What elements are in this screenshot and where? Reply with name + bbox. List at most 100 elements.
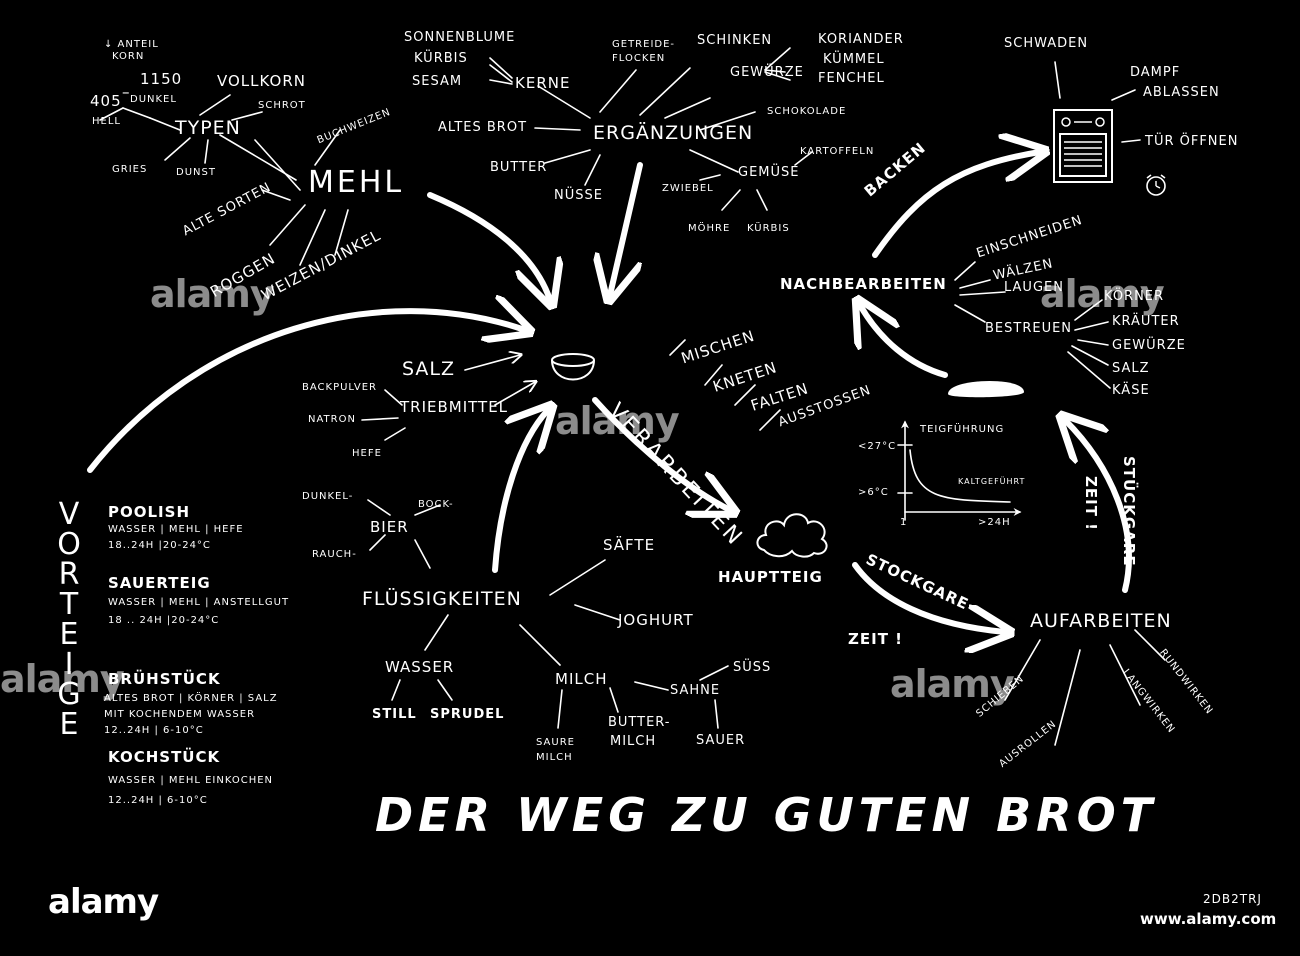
node-nachbearbeiten: NACHBEARBEITEN: [780, 275, 947, 293]
vorteige-letter: O: [57, 527, 81, 562]
node-koerner: KÖRNER: [1104, 289, 1165, 304]
label-1150: 1150: [140, 70, 183, 88]
node-saure-milch-2: MILCH: [536, 752, 573, 763]
label-anteil: ↓ ANTEIL: [104, 39, 159, 50]
graph-x-lo: 1: [900, 517, 908, 528]
node-salz: SALZ: [402, 358, 456, 380]
node-hefe: HEFE: [352, 448, 382, 459]
node-kuemmel: KÜMMEL: [823, 52, 885, 67]
node-moehre: MÖHRE: [688, 223, 731, 234]
site-url: www.alamy.com: [1140, 910, 1277, 928]
node-getreide: GETREIDE-: [612, 39, 676, 50]
label-korn: KORN: [112, 51, 145, 62]
node-typen: TYPEN: [175, 117, 241, 139]
bruehstueck-line3: 12..24h | 6-10°C: [104, 725, 204, 736]
node-gewuerze: GEWÜRZE: [730, 65, 804, 80]
watermark-2: alamy: [555, 399, 680, 443]
node-fenchel: FENCHEL: [818, 71, 885, 86]
node-schokolade: SCHOKOLADE: [767, 106, 847, 117]
node-nuesse: NÜSSE: [554, 188, 603, 203]
node-kartoffeln: KARTOFFELN: [800, 146, 875, 157]
vorteige-letter: I: [64, 647, 74, 682]
node-aufarbeiten: AUFARBEITEN: [1030, 610, 1172, 632]
sauerteig-line1: WASSER | MEHL | ANSTELLGUT: [108, 597, 290, 608]
watermark-5: alamy: [890, 662, 1015, 706]
node-stueckgare: STÜCKGARE: [1120, 456, 1138, 567]
label-hell: HELL: [92, 116, 121, 127]
node-altes-brot: ALTES BROT: [438, 120, 528, 135]
node-bestreuen: BESTREUEN: [985, 321, 1073, 336]
node-natron: NATRON: [308, 414, 356, 425]
node-koriander: KORIANDER: [818, 32, 904, 47]
node-saefte: SÄFTE: [603, 536, 656, 554]
image-id: 2DB2TRJ: [1203, 892, 1262, 906]
vorteige-letter: E: [59, 617, 79, 652]
node-zwiebel: ZWIEBEL: [662, 183, 714, 194]
node-gewuerze2: GEWÜRZE: [1112, 338, 1186, 353]
node-dunst: DUNST: [176, 167, 216, 178]
node-schinken: SCHINKEN: [697, 33, 773, 48]
watermark-1: alamy: [150, 272, 275, 316]
vorteige-letter: V: [58, 497, 80, 532]
node-fluessigkeiten: FLÜSSIGKEITEN: [362, 588, 522, 610]
sauerteig-title: SAUERTEIG: [108, 574, 211, 592]
node-mehl: MEHL: [308, 165, 405, 200]
node-ergaenzungen: ERGÄNZUNGEN: [593, 122, 754, 144]
bowl-icon: [551, 353, 595, 381]
node-backpulver: BACKPULVER: [302, 382, 377, 393]
alamy-logo: alamy: [48, 882, 159, 922]
node-vollkorn: VOLLKORN: [217, 72, 306, 90]
node-ablassen: ABLASSEN: [1143, 85, 1220, 100]
label-dunkel: DUNKEL: [130, 94, 177, 105]
node-zeit-2: ZEIT !: [1082, 476, 1100, 531]
node-zeit-1: ZEIT !: [848, 630, 903, 648]
node-butter-milch-2: MILCH: [610, 734, 657, 749]
alarm-clock-icon: [1146, 174, 1166, 196]
watermark-4: alamy: [0, 657, 125, 701]
node-laugen: LAUGEN: [1004, 280, 1064, 295]
node-sonnenblume: SONNENBLUME: [404, 30, 516, 45]
graph-x-hi: >24h: [978, 517, 1011, 528]
node-bier-bock: BOCK-: [418, 499, 454, 510]
bread-loaf-icon: [948, 380, 1024, 398]
vorteige-letter: T: [59, 587, 79, 622]
kochstueck-line2: 12..24h | 6-10°C: [108, 795, 208, 806]
vorteige-letter: E: [59, 707, 79, 742]
vorteige-vertical-label: V O R T E I G E: [52, 500, 86, 740]
poolish-line1: WASSER | MEHL | HEFE: [108, 524, 244, 535]
node-bier: BIER: [370, 518, 409, 536]
bruehstueck-line1: ALTES BROT | KÖRNER | SALZ: [104, 693, 278, 704]
node-kuerbis: KÜRBIS: [414, 51, 468, 66]
node-triebmittel: TRIEBMITTEL: [400, 398, 509, 416]
poolish-title: POOLISH: [108, 503, 190, 521]
node-schrot: SCHROT: [258, 100, 306, 111]
kochstueck-title: KOCHSTÜCK: [108, 748, 221, 766]
page-title: DER WEG ZU GUTEN BROT: [375, 788, 1158, 842]
node-joghurt: JOGHURT: [618, 611, 694, 629]
label-405: 405: [90, 92, 122, 110]
oven-icon: [1053, 109, 1113, 183]
bruehstueck-title: BRÜHSTÜCK: [108, 670, 221, 688]
node-kerne: KERNE: [515, 74, 571, 92]
node-schwaden: SCHWADEN: [1004, 36, 1089, 51]
label-dash: –: [122, 83, 131, 101]
node-sprudel: SPRUDEL: [430, 707, 505, 722]
vorteige-letter: R: [58, 557, 80, 592]
node-gemuese: GEMÜSE: [738, 165, 800, 180]
sauerteig-line2: 18 .. 24h |20-24°C: [108, 615, 220, 626]
node-wasser: WASSER: [385, 658, 455, 676]
node-tuer-oeffnen: TÜR ÖFFNEN: [1145, 134, 1239, 149]
node-still: STILL: [372, 707, 417, 722]
node-bier-rauch: RAUCH-: [312, 549, 357, 560]
node-flocken: FLOCKEN: [612, 53, 666, 64]
node-hauptteig: HAUPTTEIG: [718, 568, 823, 586]
node-kaese: KÄSE: [1112, 383, 1150, 398]
node-bier-dunkel: DUNKEL-: [302, 491, 354, 502]
graph-title: TEIGFÜHRUNG: [920, 424, 1005, 435]
node-kuerbis2: KÜRBIS: [747, 223, 790, 234]
vorteige-letter: G: [57, 677, 81, 712]
bruehstueck-line2: MIT KOCHENDEM WASSER: [104, 709, 256, 720]
node-milch: MILCH: [555, 670, 608, 688]
node-gries: GRIES: [112, 164, 148, 175]
